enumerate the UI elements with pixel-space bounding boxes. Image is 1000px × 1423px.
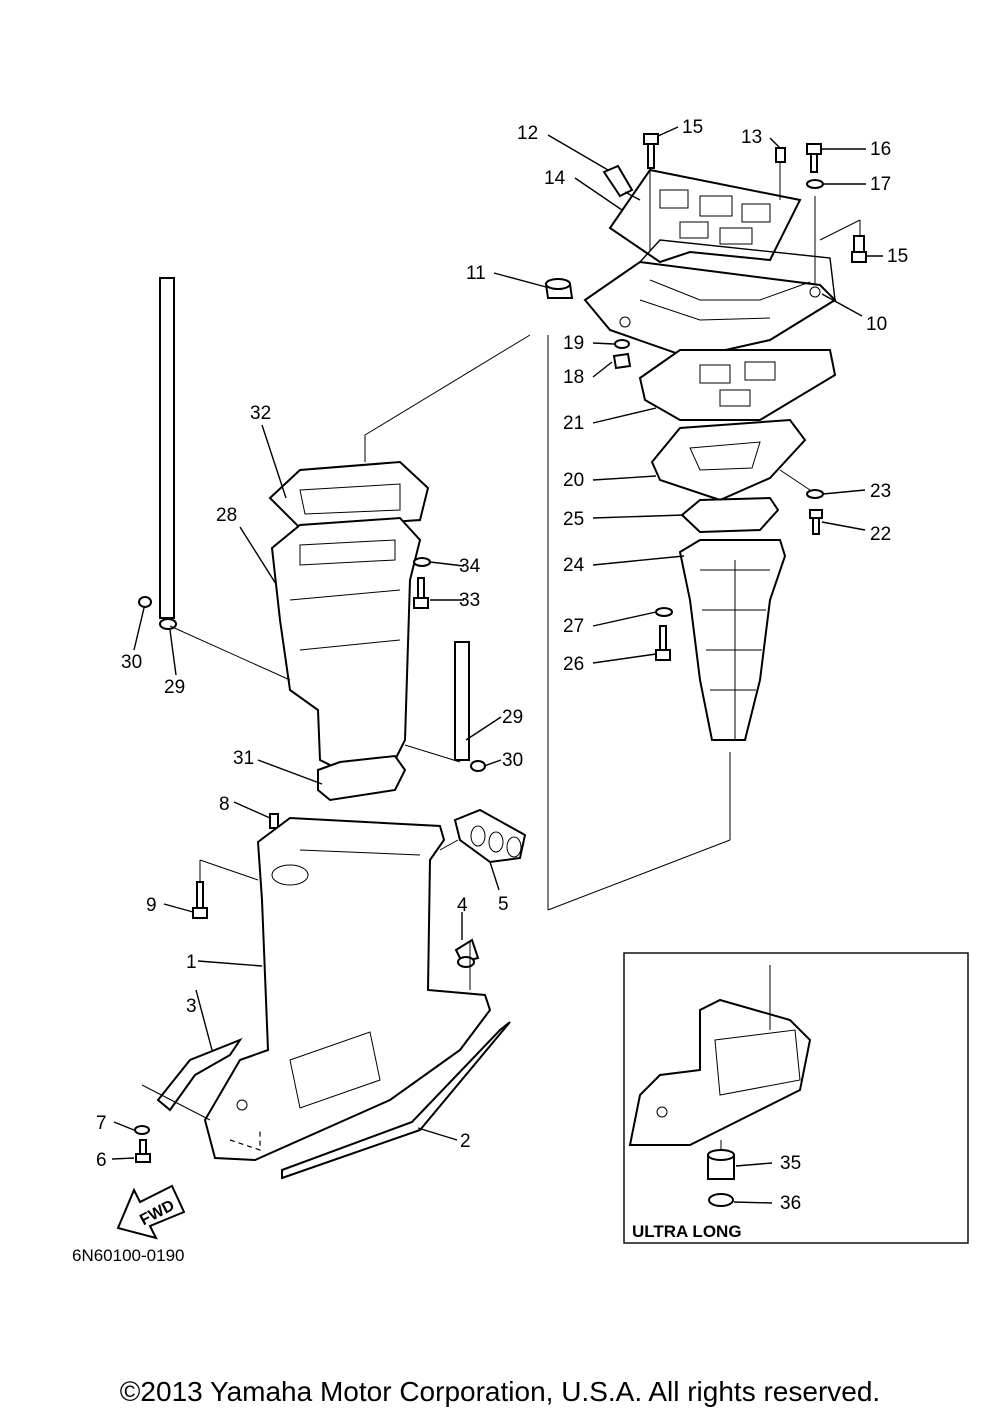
gasket-25 [680, 496, 780, 534]
gasket-32 [268, 460, 430, 530]
part-number-11: 11 [466, 263, 486, 284]
upper-gasket-14 [608, 168, 802, 264]
bolt-9 [192, 881, 208, 919]
forward-arrow: FWD [116, 1184, 186, 1240]
part-number-21: 21 [563, 413, 584, 434]
washer-7 [134, 1125, 150, 1135]
part-number-27: 27 [563, 616, 584, 637]
part-number-15-top: 15 [682, 117, 703, 138]
dowel-13 [775, 147, 786, 163]
washer-34 [413, 557, 431, 567]
plate-3 [156, 1037, 243, 1112]
part-number-29-right: 29 [502, 707, 523, 728]
part-number-29-left: 29 [164, 677, 185, 698]
fitting-12 [602, 164, 641, 201]
part-number-labels: 12 15 13 16 14 17 15 11 10 19 18 21 20 2… [96, 117, 908, 1214]
part-number-1: 1 [186, 952, 197, 973]
bolt-26 [655, 625, 671, 661]
exhaust-manifold-24 [678, 539, 787, 741]
copyright-notice: ©2013 Yamaha Motor Corporation, U.S.A. A… [119, 1376, 881, 1407]
ultra-long-inset: ULTRA LONG [623, 952, 969, 1244]
washer-27 [655, 607, 673, 617]
part-number-22: 22 [870, 524, 891, 545]
part-number-9: 9 [146, 895, 157, 916]
rubber-strip-29-right [454, 641, 470, 761]
bolt-22 [809, 509, 823, 535]
part-number-32: 32 [250, 403, 271, 424]
exploded-parts-diagram: ULTRA LONG FWD 12 15 13 16 14 17 15 11 1… [72, 117, 969, 1265]
part-number-2: 2 [460, 1131, 471, 1152]
part-number-12: 12 [517, 123, 538, 144]
bolt-33 [413, 577, 429, 609]
part-number-26: 26 [563, 654, 584, 675]
part-number-4: 4 [457, 895, 468, 916]
part-number-20: 20 [563, 470, 584, 491]
part-number-34: 34 [459, 556, 481, 577]
diagram-code: 6N60100-0190 [72, 1246, 184, 1265]
bolt-6 [135, 1139, 151, 1163]
part-number-17: 17 [870, 174, 891, 195]
washer-19 [614, 339, 630, 349]
part-number-10: 10 [866, 314, 887, 335]
part-number-14: 14 [544, 168, 566, 189]
part-number-28: 28 [216, 505, 237, 526]
main-casing-1 [203, 816, 492, 1162]
part-number-23: 23 [870, 481, 891, 502]
exhaust-guide-20 [650, 418, 807, 502]
snap-ring-36 [708, 1193, 734, 1207]
part-number-31: 31 [233, 748, 254, 769]
part-number-24: 24 [563, 555, 585, 576]
seal-31 [317, 754, 407, 802]
clip-30-left [138, 596, 152, 608]
dowel-8 [269, 813, 279, 829]
rubber-strip-29-left [159, 277, 177, 630]
part-number-5: 5 [498, 894, 509, 915]
grommet-35 [707, 1149, 735, 1180]
part-number-15-right: 15 [887, 246, 908, 267]
bolt-15-right [851, 235, 867, 263]
part-number-13: 13 [741, 127, 762, 148]
washer-17 [806, 179, 824, 189]
cover-2 [281, 1021, 511, 1180]
part-number-16: 16 [870, 139, 891, 160]
mount-plate-10 [583, 239, 837, 360]
part-number-3: 3 [186, 996, 197, 1017]
part-number-6: 6 [96, 1150, 107, 1171]
grommet-11 [544, 278, 574, 299]
part-number-35: 35 [780, 1153, 801, 1174]
part-number-19: 19 [563, 333, 584, 354]
nut-18 [612, 352, 632, 370]
leader-lines [111, 126, 883, 1160]
gasket-21 [638, 349, 837, 421]
bolt-15-top [643, 133, 659, 169]
assembly-lines [141, 162, 861, 1151]
inset-label: ULTRA LONG [632, 1222, 742, 1241]
part-number-8: 8 [219, 794, 230, 815]
part-number-36: 36 [780, 1193, 801, 1214]
part-number-30-right: 30 [502, 750, 523, 771]
part-number-18: 18 [563, 367, 584, 388]
part-number-33: 33 [459, 590, 480, 611]
bolt-16 [806, 143, 822, 173]
water-inlet-5 [453, 808, 527, 864]
clip-30-right [470, 760, 486, 772]
part-number-30-left: 30 [121, 652, 142, 673]
plug-4 [454, 938, 480, 968]
upper-casing-28 [270, 516, 422, 772]
part-number-7: 7 [96, 1113, 107, 1134]
washer-23 [806, 489, 824, 499]
part-number-25: 25 [563, 509, 584, 530]
